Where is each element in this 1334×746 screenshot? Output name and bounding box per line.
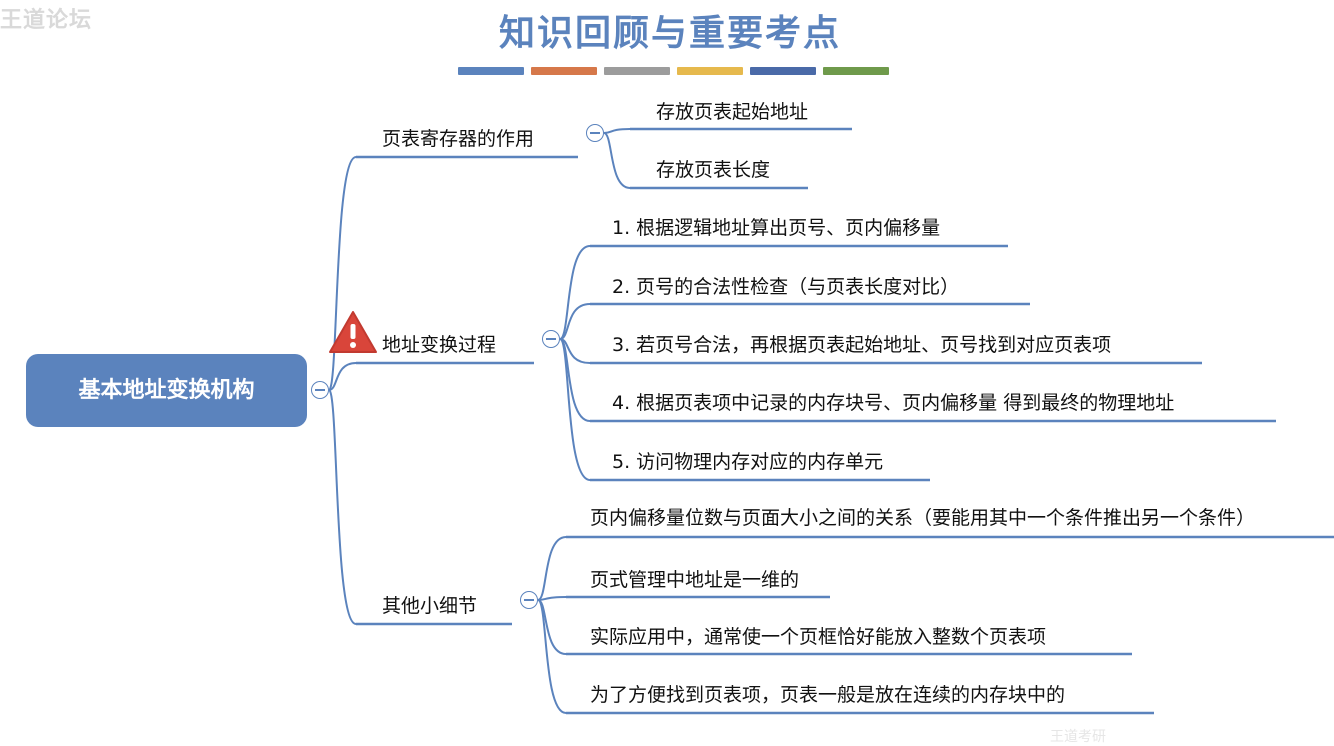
branch-other-details[interactable]: 其他小细节 bbox=[382, 595, 478, 617]
branch-connector bbox=[537, 536, 567, 601]
branch-page-table-register-collapse-toggle[interactable] bbox=[586, 124, 604, 142]
watermark: 王道论坛 bbox=[0, 8, 93, 33]
footer-watermark: 王道考研 bbox=[1050, 729, 1106, 745]
root-node-label: 基本地址变换机构 bbox=[78, 378, 255, 403]
title-color-bar bbox=[604, 67, 670, 75]
title-color-bar bbox=[823, 67, 889, 75]
warning-icon bbox=[329, 311, 377, 353]
branch-connector bbox=[559, 338, 591, 481]
branch-address-translation[interactable]: 地址变换过程 bbox=[382, 334, 497, 356]
branch-connector bbox=[537, 599, 567, 714]
title-color-bar bbox=[750, 67, 816, 75]
branch-connector bbox=[328, 362, 357, 391]
step-item[interactable]: 1. 根据逻辑地址算出页号、页内偏移量 bbox=[612, 217, 941, 239]
branch-connector bbox=[603, 128, 631, 134]
leaf-item[interactable]: 存放页表长度 bbox=[656, 159, 771, 181]
branch-connector bbox=[537, 596, 567, 601]
title-color-bar bbox=[458, 67, 524, 75]
step-item[interactable]: 5. 访问物理内存对应的内存单元 bbox=[612, 451, 884, 473]
root-node[interactable]: 基本地址变换机构 bbox=[26, 354, 307, 427]
branch-connector bbox=[559, 245, 591, 340]
page-title: 知识回顾与重要考点 bbox=[498, 12, 841, 54]
branch-connector bbox=[603, 132, 631, 189]
detail-item[interactable]: 页内偏移量位数与页面大小之间的关系（要能用其中一个条件推出另一个条件） bbox=[590, 507, 1256, 529]
detail-item[interactable]: 为了方便找到页表项，页表一般是放在连续的内存块中的 bbox=[590, 684, 1066, 706]
branch-other-details-collapse-toggle[interactable] bbox=[520, 591, 538, 609]
step-item[interactable]: 2. 页号的合法性检查（与页表长度对比） bbox=[612, 276, 960, 298]
branch-connector bbox=[328, 156, 357, 391]
leaf-item[interactable]: 存放页表起始地址 bbox=[656, 101, 809, 123]
branch-connector bbox=[559, 303, 591, 340]
branch-page-table-register[interactable]: 页表寄存器的作用 bbox=[382, 128, 535, 150]
title-color-bar bbox=[531, 67, 597, 75]
title-color-bar bbox=[677, 67, 743, 75]
root-collapse-toggle[interactable] bbox=[311, 381, 329, 399]
detail-item[interactable]: 实际应用中，通常使一个页框恰好能放入整数个页表项 bbox=[590, 626, 1047, 648]
step-item[interactable]: 4. 根据页表项中记录的内存块号、页内偏移量 得到最终的物理地址 bbox=[612, 392, 1175, 414]
branch-address-translation-collapse-toggle[interactable] bbox=[542, 330, 560, 348]
branch-connector bbox=[328, 389, 357, 625]
step-item[interactable]: 3. 若页号合法，再根据页表起始地址、页号找到对应页表项 bbox=[612, 334, 1112, 356]
detail-item[interactable]: 页式管理中地址是一维的 bbox=[590, 569, 800, 591]
